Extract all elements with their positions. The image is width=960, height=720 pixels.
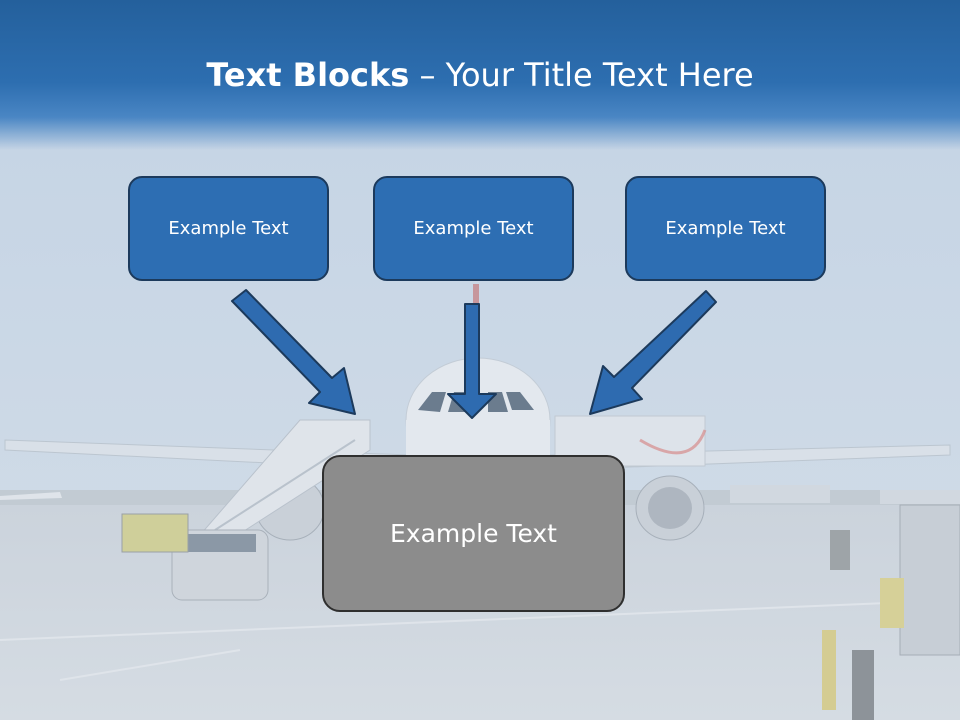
arrow-right-diagonal xyxy=(589,290,717,415)
text-block-1[interactable]: Example Text xyxy=(128,176,329,281)
text-block-2-label: Example Text xyxy=(413,218,534,239)
title-regular-part: – Your Title Text Here xyxy=(409,56,754,94)
main-text-block[interactable]: Example Text xyxy=(322,455,625,612)
main-text-block-label: Example Text xyxy=(390,519,557,548)
title-bold-part: Text Blocks xyxy=(206,56,410,94)
text-block-1-label: Example Text xyxy=(168,218,289,239)
slide-title: Text Blocks – Your Title Text Here xyxy=(0,52,960,98)
text-block-2[interactable]: Example Text xyxy=(373,176,574,281)
arrow-left-diagonal xyxy=(231,289,356,415)
arrow-center-down xyxy=(447,303,497,419)
text-block-3-label: Example Text xyxy=(665,218,786,239)
text-block-3[interactable]: Example Text xyxy=(625,176,826,281)
title-band xyxy=(0,0,960,150)
